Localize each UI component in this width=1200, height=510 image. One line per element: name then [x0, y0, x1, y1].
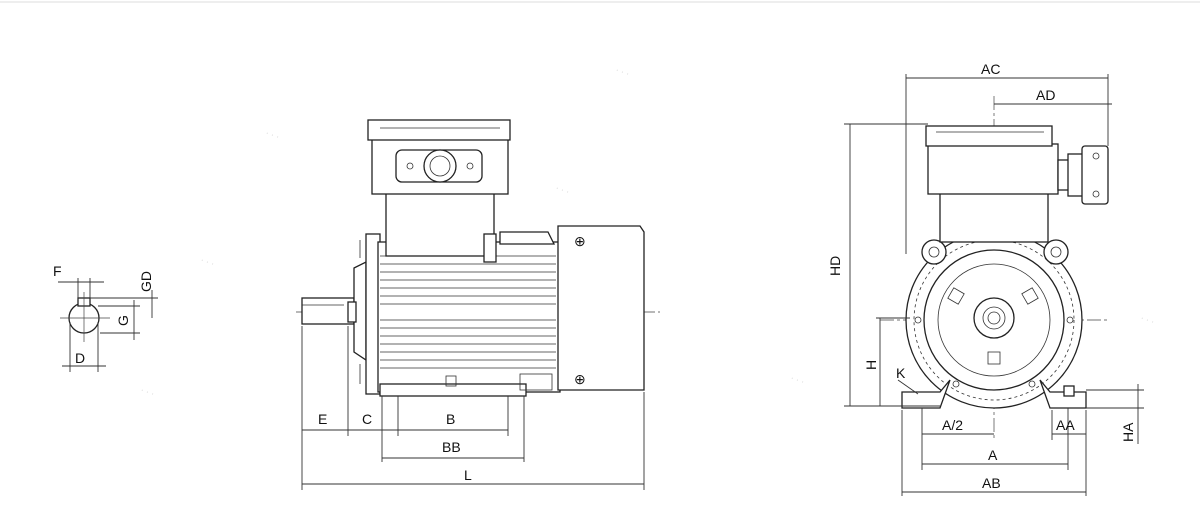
svg-text:· · ·: · · ·: [614, 64, 631, 78]
svg-text:· · ·: · · ·: [264, 127, 281, 141]
label-L: L: [464, 467, 472, 483]
terminal-box-end: [927, 143, 1059, 195]
foot-left: [901, 379, 951, 409]
label-HA: HA: [1120, 422, 1136, 442]
svg-text:· · ·: · · ·: [1139, 312, 1156, 326]
label-K: K: [896, 365, 906, 381]
label-E: E: [318, 411, 327, 427]
end-view: AC AD HD H K A/2 AA HA A AB: [827, 61, 1144, 496]
foot-right: [1039, 379, 1087, 409]
cooling-fins: [380, 255, 556, 369]
terminal-box-base-end: [939, 191, 1049, 243]
watermarks: · · · · · · · · · · · · · · · · · · · · …: [139, 64, 1156, 398]
label-D: D: [75, 350, 85, 366]
side-dimensions: [301, 326, 645, 490]
label-A-half: A/2: [942, 417, 963, 433]
label-B: B: [446, 411, 455, 427]
end-dimensions: [844, 74, 1144, 496]
side-view: ⊕ ⊕ E C B BB L: [296, 119, 660, 490]
terminal-box-cover-end: [925, 125, 1053, 147]
label-HD: HD: [827, 256, 843, 276]
lifting-lug: [499, 231, 556, 245]
label-BB: BB: [442, 439, 461, 455]
label-AC: AC: [981, 61, 1000, 77]
cable-gland-side: [1081, 145, 1109, 205]
label-A: A: [988, 447, 998, 463]
shaft-detail: F GD G D: [53, 263, 158, 372]
fan-cover: [557, 225, 645, 391]
svg-text:⊕: ⊕: [574, 233, 586, 249]
label-C: C: [362, 411, 372, 427]
bearing-hub: [973, 297, 1015, 339]
label-AA: AA: [1056, 417, 1075, 433]
svg-text:· · ·: · · ·: [139, 384, 156, 398]
svg-text:· · ·: · · ·: [199, 254, 216, 268]
label-GD: GD: [138, 271, 154, 292]
label-AB: AB: [982, 475, 1001, 491]
label-H: H: [863, 360, 879, 370]
label-G: G: [115, 315, 131, 326]
cable-gland: [423, 149, 457, 183]
svg-text:⊕: ⊕: [574, 371, 586, 387]
shaft: [301, 297, 355, 325]
svg-text:· · ·: · · ·: [789, 372, 806, 386]
motor-body: [377, 241, 561, 393]
svg-text:· · ·: · · ·: [554, 182, 571, 196]
label-AD: AD: [1036, 87, 1055, 103]
terminal-box-cover: [367, 119, 511, 141]
terminal-box-base: [385, 191, 495, 257]
label-F: F: [53, 263, 62, 279]
